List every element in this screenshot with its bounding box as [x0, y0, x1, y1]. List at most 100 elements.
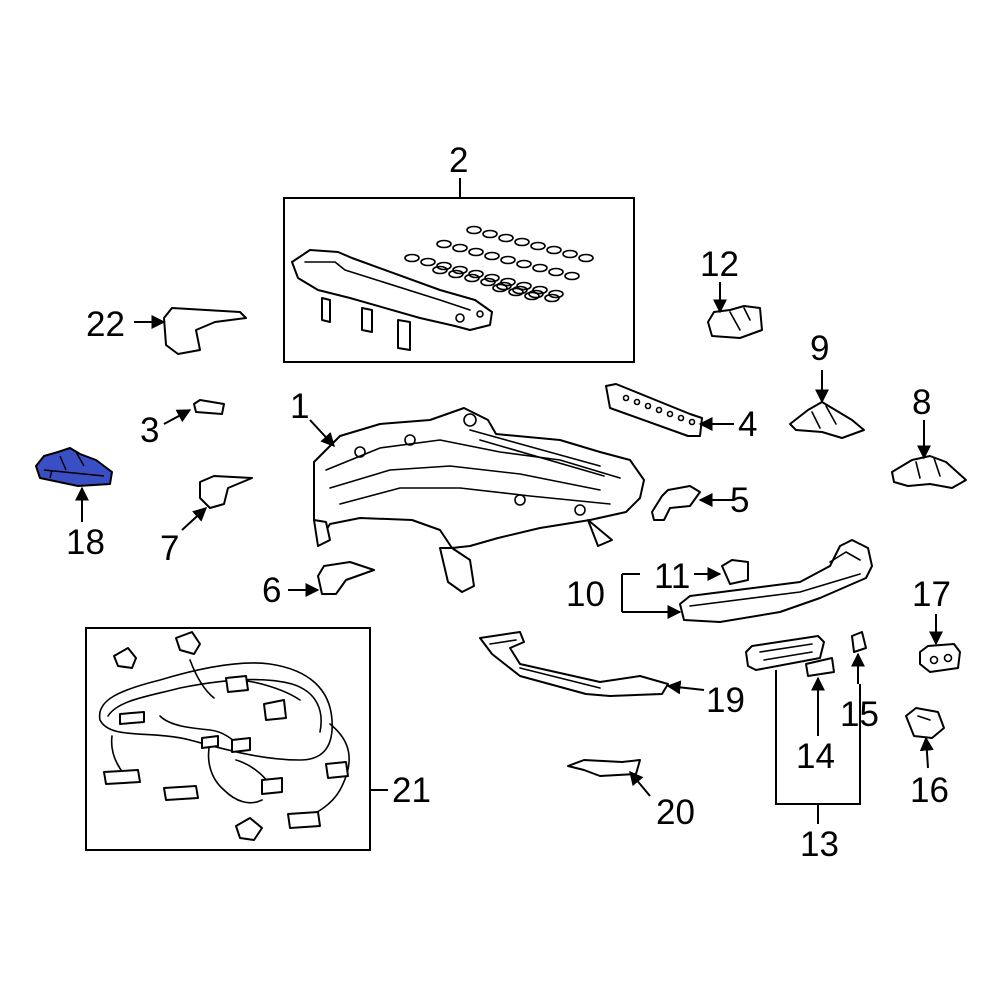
callout-6[interactable]: 6: [262, 571, 281, 610]
callout-17[interactable]: 17: [912, 575, 951, 614]
washer: [482, 229, 498, 239]
plate-hole: [644, 402, 652, 410]
part-13-group[interactable]: [745, 635, 861, 824]
part-18-group[interactable]: [35, 447, 113, 522]
part-4-plate: [605, 383, 703, 437]
callout-4[interactable]: 4: [738, 405, 757, 444]
part-21-harness: [98, 631, 350, 841]
washer: [532, 285, 548, 295]
part-20-leader: [629, 770, 651, 797]
washer: [500, 255, 516, 265]
part-16-group[interactable]: [905, 707, 945, 769]
washer: [436, 239, 452, 249]
part-22-cover: [163, 307, 247, 355]
part-9-group[interactable]: [789, 370, 865, 439]
part-20-bracket: [567, 759, 641, 777]
callout-21[interactable]: 21: [392, 771, 431, 810]
callout-20[interactable]: 20: [656, 793, 695, 832]
callout-3[interactable]: 3: [140, 411, 159, 450]
callout-1[interactable]: 1: [290, 387, 309, 426]
part-17-group[interactable]: [919, 614, 961, 673]
washer: [532, 263, 548, 273]
part-16-clip: [905, 707, 945, 739]
washer: [548, 267, 564, 277]
part-1-leader: [309, 419, 335, 448]
washer: [492, 283, 508, 293]
part-19-leader: [666, 680, 705, 695]
callout-7[interactable]: 7: [160, 529, 179, 568]
callout-14[interactable]: 14: [796, 737, 835, 776]
washer: [468, 269, 484, 279]
part-8-group[interactable]: [891, 420, 967, 489]
callout-11[interactable]: 11: [654, 557, 690, 596]
washer: [516, 259, 532, 269]
part-9-bracket: [789, 401, 865, 439]
part-22-group[interactable]: [134, 307, 247, 355]
part-19-group[interactable]: [479, 631, 705, 697]
washer: [484, 251, 500, 261]
part-20-group[interactable]: [567, 759, 651, 797]
part-7-group[interactable]: [181, 475, 253, 531]
callout-9[interactable]: 9: [810, 329, 829, 368]
callout-15[interactable]: 15: [840, 695, 879, 734]
part-11-group[interactable]: [694, 559, 749, 585]
part-2-rail: [291, 249, 493, 351]
washer: [544, 293, 560, 303]
callout-labels: 2 12 22 9 8 1 3 4 5 18 7 6 11 10 17 19 1…: [66, 141, 951, 864]
part-10-group[interactable]: [621, 539, 873, 623]
part-6-group[interactable]: [288, 561, 375, 597]
plate-hole: [688, 418, 696, 426]
callout-19[interactable]: 19: [706, 681, 745, 720]
callout-10[interactable]: 10: [566, 575, 605, 614]
part-1-group[interactable]: [309, 407, 645, 593]
washer: [512, 285, 528, 295]
washer: [498, 233, 514, 243]
callout-13[interactable]: 13: [800, 825, 839, 864]
part-7-leader: [181, 507, 208, 531]
part-8-bracket: [891, 455, 967, 489]
washer: [578, 253, 594, 263]
callout-5[interactable]: 5: [730, 481, 749, 520]
part-3-leader: [163, 409, 192, 425]
washer: [530, 241, 546, 251]
callout-16[interactable]: 16: [910, 771, 949, 810]
part-16-leader: [919, 736, 934, 769]
part-21-group[interactable]: [85, 627, 388, 851]
part-18-highlighted: [35, 447, 113, 487]
callout-12[interactable]: 12: [700, 245, 739, 284]
part-17-block: [919, 643, 961, 673]
part-10-cover: [679, 539, 873, 623]
washer: [514, 237, 530, 247]
washer: [546, 245, 562, 255]
washer: [432, 265, 448, 275]
washer: [564, 271, 580, 281]
washer: [452, 243, 468, 253]
part-15-group[interactable]: [851, 631, 867, 684]
part-11-cap: [721, 559, 749, 585]
washer: [500, 277, 516, 287]
washer: [528, 289, 544, 299]
washer: [420, 257, 436, 267]
part-5-group[interactable]: [651, 485, 734, 521]
part-3-group[interactable]: [163, 399, 225, 425]
plate-hole: [655, 406, 663, 414]
plate-hole: [622, 394, 630, 402]
callout-8[interactable]: 8: [912, 383, 931, 422]
plate-hole: [677, 414, 685, 422]
part-12-group[interactable]: [707, 282, 763, 339]
callout-2[interactable]: 2: [449, 141, 468, 180]
part-5-bracket: [651, 485, 701, 521]
part-14-group[interactable]: [805, 657, 835, 736]
callout-18[interactable]: 18: [66, 523, 105, 562]
washer: [468, 247, 484, 257]
part-15-knob: [851, 631, 867, 653]
washer: [464, 273, 480, 283]
washer: [436, 261, 452, 271]
part-3-clip: [193, 399, 225, 415]
part-4-group[interactable]: [605, 383, 734, 437]
part-2-group[interactable]: [283, 178, 635, 363]
washer: [496, 281, 512, 291]
callout-22[interactable]: 22: [86, 305, 125, 344]
part-19-bar: [479, 631, 669, 697]
